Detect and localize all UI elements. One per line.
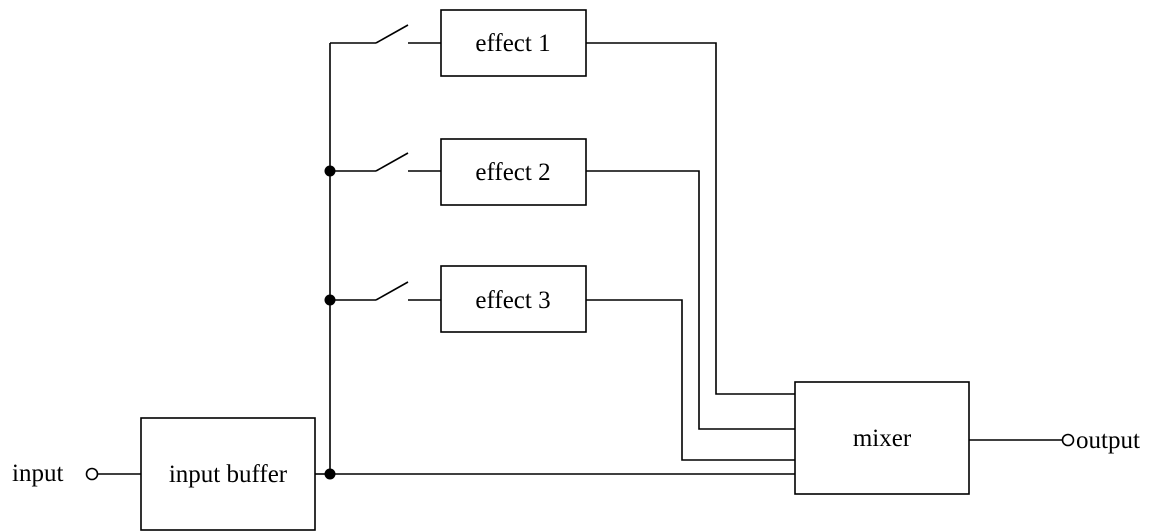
effect-3-box [440,265,587,333]
effect-2-switch [375,152,409,172]
input-buffer-box [140,417,316,531]
output-label: output [1076,427,1140,454]
effect-1-output-wire [586,42,795,395]
effect-2-output-wire [586,170,795,430]
junction-dot-dry [324,468,336,480]
effect-1-box [440,9,587,77]
effect-3-output-wire [586,299,795,461]
input-label: input [12,460,63,487]
effect-2-label: effect 2 [475,159,550,186]
output-terminal [1061,433,1075,447]
effect-3-label: effect 3 [475,287,550,314]
mixer-box [794,381,970,495]
effect-3-switch [375,281,409,301]
mixer-label: mixer [853,425,912,452]
input-terminal [85,467,99,481]
effect-1-switch [375,24,409,44]
input-buffer-label: input buffer [169,461,288,488]
effect-2-box [440,138,587,206]
effect-1-label: effect 1 [475,30,550,57]
